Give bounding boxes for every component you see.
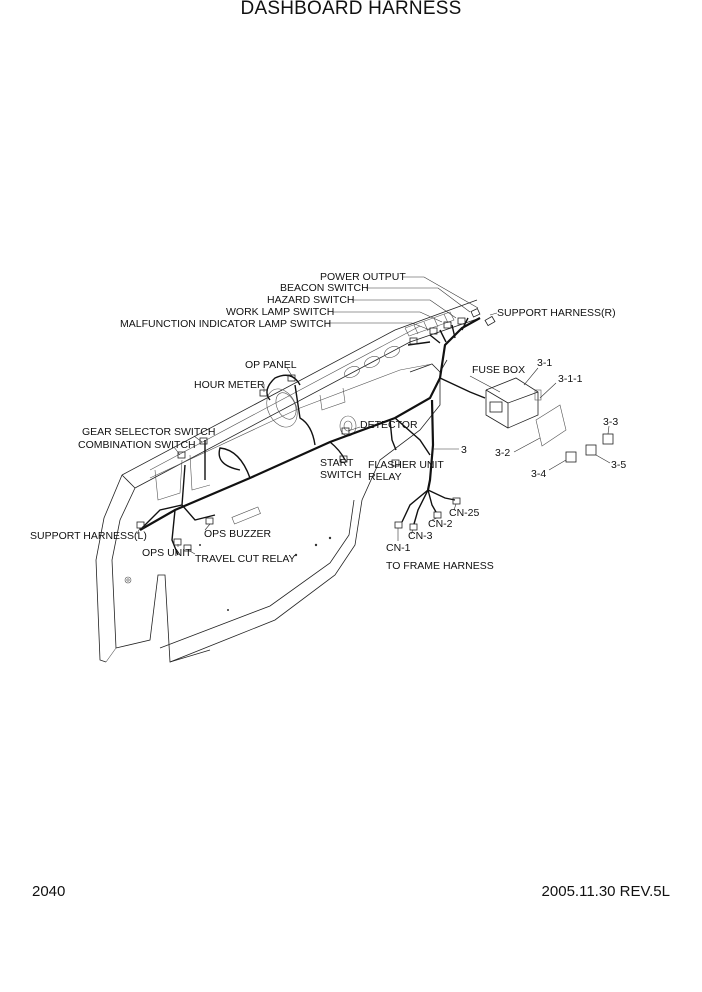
label-part-3: 3 <box>461 444 467 456</box>
label-hour-meter: HOUR METER <box>194 379 265 391</box>
label-ops-buzzer: OPS BUZZER <box>204 528 272 540</box>
label-cn-2: CN-2 <box>428 518 453 530</box>
label-cn-25: CN-25 <box>449 507 480 519</box>
label-power-output: POWER OUTPUT <box>320 271 406 283</box>
label-malfunction-lamp-switch: MALFUNCTION INDICATOR LAMP SWITCH <box>120 318 331 330</box>
label-combination-switch: COMBINATION SWITCH <box>78 439 196 451</box>
label-switch: SWITCH <box>320 469 361 481</box>
label-gear-selector-switch: GEAR SELECTOR SWITCH <box>82 426 215 438</box>
label-part-3-1-1: 3-1-1 <box>558 373 583 385</box>
fuses <box>548 425 614 471</box>
label-part-3-1: 3-1 <box>537 357 552 369</box>
label-detector: DETECTOR <box>360 419 418 431</box>
dashboard-panel <box>95 299 481 663</box>
label-part-3-5: 3-5 <box>611 459 626 471</box>
label-support-harness-l: SUPPORT HARNESS(L) <box>30 530 147 542</box>
callout-labels: POWER OUTPUT BEACON SWITCH HAZARD SWITCH… <box>30 271 626 572</box>
drawing-title: DASHBOARD HARNESS <box>240 0 462 19</box>
label-work-lamp-switch: WORK LAMP SWITCH <box>226 306 334 318</box>
label-relay: RELAY <box>368 471 402 483</box>
label-hazard-switch: HAZARD SWITCH <box>267 294 355 306</box>
label-flasher-unit: FLASHER UNIT <box>368 459 444 471</box>
label-part-3-3: 3-3 <box>603 416 618 428</box>
fuse-box <box>469 367 557 429</box>
main-harness-wire <box>139 317 486 556</box>
label-cn-3: CN-3 <box>408 530 433 542</box>
label-cn-1: CN-1 <box>386 542 411 554</box>
fuse-cover-3-2 <box>513 404 567 453</box>
label-travel-cut-relay: TRAVEL CUT RELAY <box>195 553 296 565</box>
page-number: 2040 <box>32 883 66 900</box>
label-beacon-switch: BEACON SWITCH <box>280 282 369 294</box>
date-revision: 2005.11.30 REV.5L <box>541 883 670 900</box>
label-fuse-box: FUSE BOX <box>472 364 525 376</box>
label-ops-unit: OPS UNIT <box>142 547 192 559</box>
leader-lines <box>136 276 498 555</box>
connectors <box>136 308 496 552</box>
label-support-harness-r: SUPPORT HARNESS(R) <box>497 307 616 319</box>
label-start: START <box>320 457 354 469</box>
label-part-3-4: 3-4 <box>531 468 546 480</box>
label-op-panel: OP PANEL <box>245 359 297 371</box>
label-to-frame-harness: TO FRAME HARNESS <box>386 560 494 572</box>
label-part-3-2: 3-2 <box>495 447 510 459</box>
